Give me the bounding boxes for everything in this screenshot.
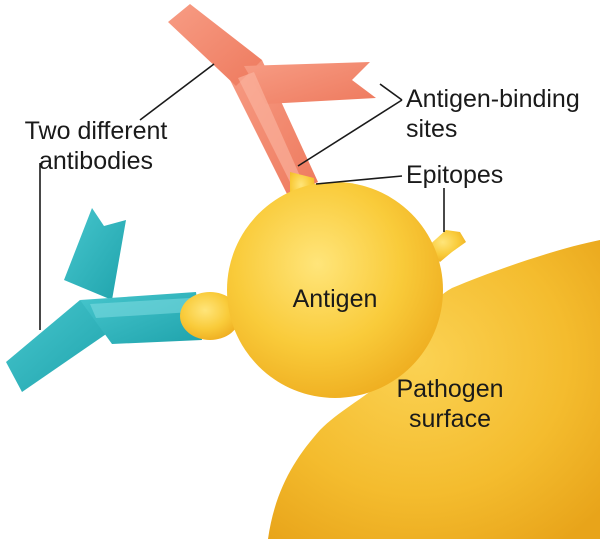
antibody-top xyxy=(168,4,376,196)
label-epitopes-text: Epitopes xyxy=(406,161,504,189)
antibody-left xyxy=(6,208,202,392)
label-pathogen-line2: surface xyxy=(409,405,491,433)
label-two-different-line2: antibodies xyxy=(39,147,153,175)
leader-lines xyxy=(39,63,445,330)
label-binding-line1: Antigen-binding xyxy=(406,85,580,113)
antigen-shape xyxy=(180,172,466,398)
label-binding-line2: sites xyxy=(406,115,458,143)
leader-line-binding-lower xyxy=(297,99,403,167)
label-two-different-antibodies: Two different antibodies xyxy=(12,116,180,176)
leader-line-epitope-top xyxy=(315,175,403,185)
label-two-different-line1: Two different xyxy=(24,117,168,145)
leader-line-binding-top xyxy=(379,83,403,101)
label-epitopes: Epitopes xyxy=(406,160,503,190)
label-pathogen-surface: Pathogen surface xyxy=(380,374,520,434)
label-antigen-text: Antigen xyxy=(292,285,378,313)
label-antigen-binding-sites: Antigen-binding sites xyxy=(406,84,580,144)
leader-line-antibodies-top xyxy=(139,63,215,121)
label-pathogen-line1: Pathogen xyxy=(396,375,504,403)
label-antigen: Antigen xyxy=(270,284,400,314)
pathogen-surface-shape xyxy=(268,240,600,539)
